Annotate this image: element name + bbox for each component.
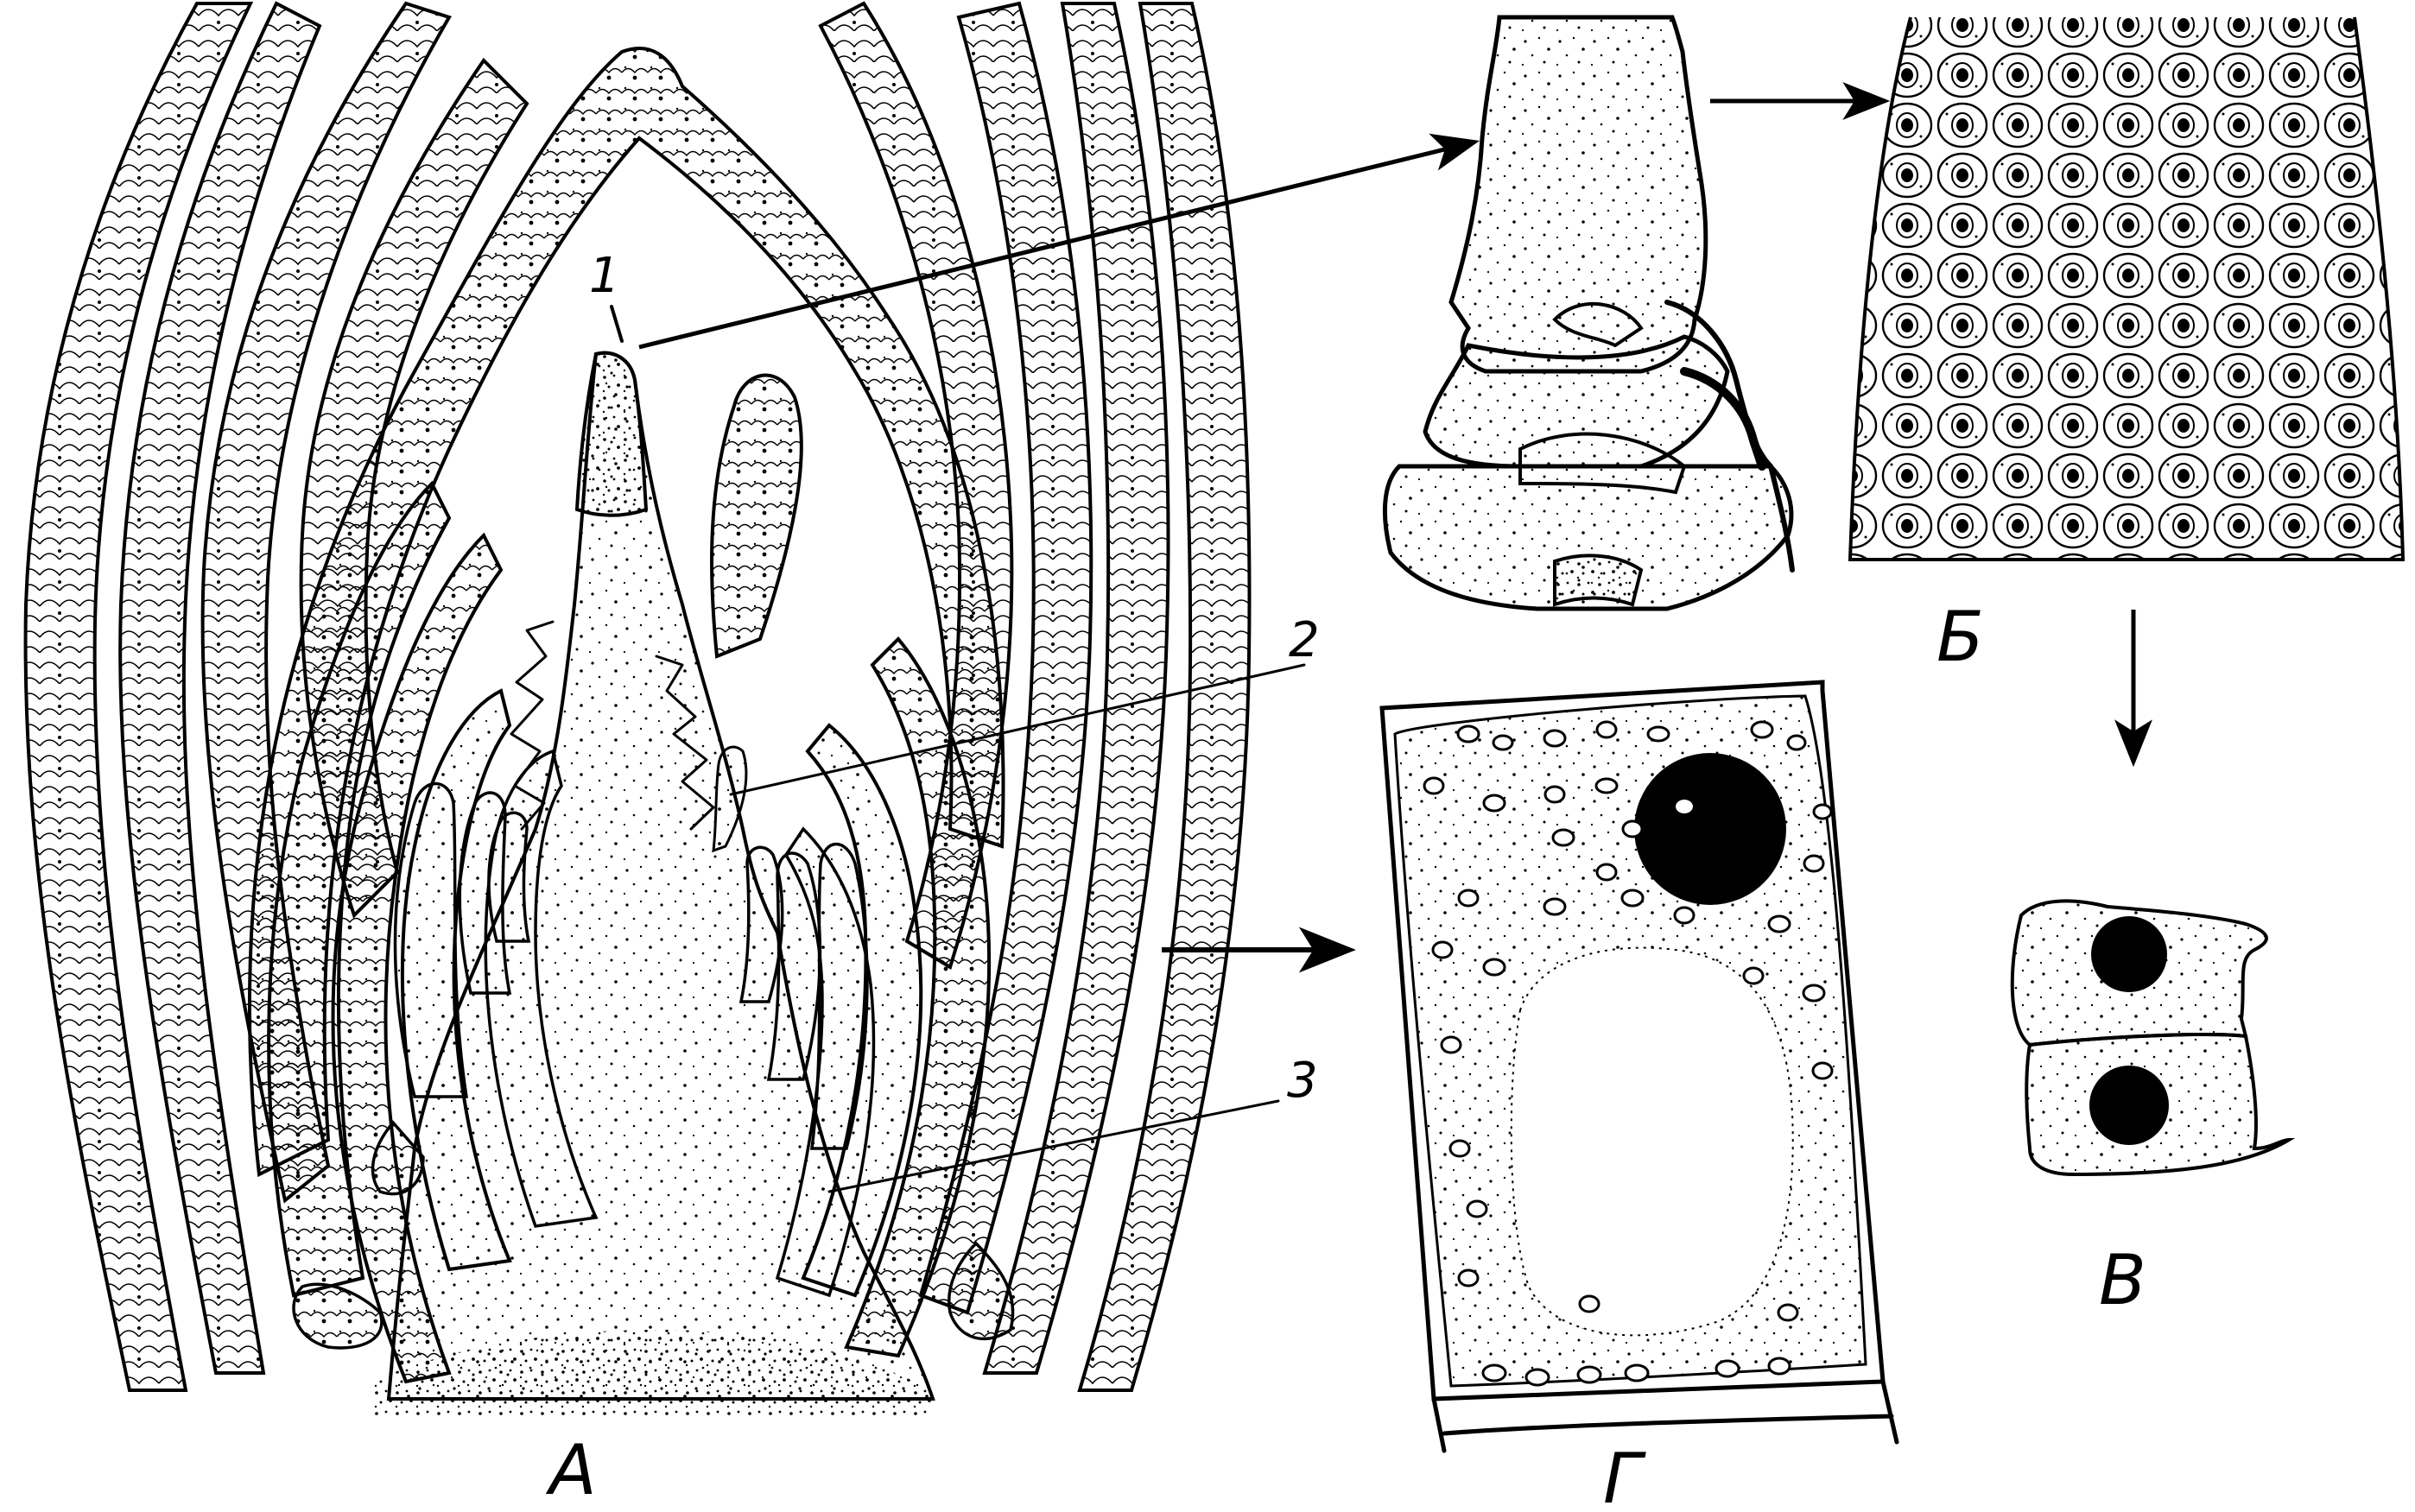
panel-label-v: В (2099, 1240, 2146, 1320)
panel-g-mature-cell (1379, 680, 1899, 1453)
plastids (1423, 720, 1834, 1387)
panel-label-a: А (545, 1430, 597, 1510)
callout-label-3: 3 (1287, 1053, 1318, 1109)
panel-v-dividing-cells (2010, 899, 2296, 1177)
callout-leaders (610, 305, 1306, 1193)
callout-label-1: 1 (589, 248, 620, 304)
inner-leaves-right (710, 373, 1015, 1358)
stem-base-stipple (371, 1330, 933, 1416)
panel-a-shoot-apex-section (23, 1, 1306, 1416)
axis-lateral-bumps (510, 620, 715, 831)
panel-label-g: Г (1603, 1439, 1646, 1512)
panel-b-meristem-cells (1848, 16, 2405, 561)
cell-vacuole (1510, 946, 1794, 1337)
arrow-apex-to-tip (638, 133, 1480, 350)
callout-label-2: 2 (1289, 612, 1320, 668)
apical-meristem-tip (574, 351, 649, 517)
arched-leaf-primordium (247, 46, 1005, 1178)
panel-apex-external-view (1383, 15, 1795, 611)
shoot-apex-axis (386, 351, 935, 1401)
panel-label-b: Б (1936, 597, 1984, 677)
